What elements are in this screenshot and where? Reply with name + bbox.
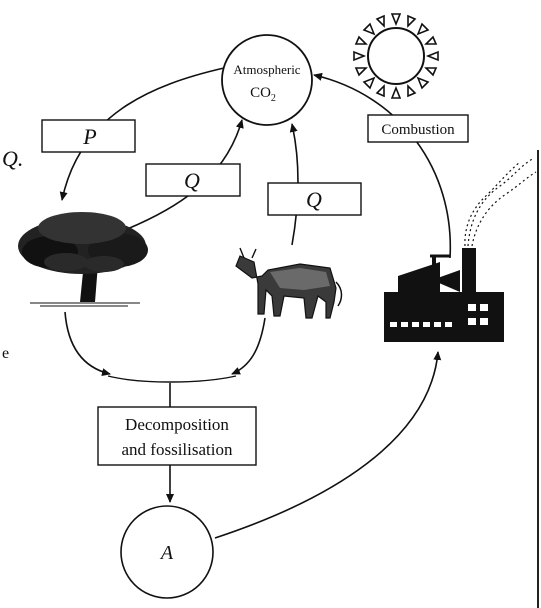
arrow-combustion-factory-to-atmosphere [313,72,452,259]
atmospheric-label: Atmospheric [233,62,300,77]
arrow-p-atmosphere-to-tree [59,67,225,201]
decomposition-label-box: Decomposition and fossilisation [97,406,257,466]
combustion-label-box: Combustion [367,114,469,143]
junction-arc [107,375,237,383]
a-node: A [120,505,214,599]
factory-icon [384,157,537,342]
margin-e-mark: e [2,345,9,362]
decomposition-label-line2: and fossilisation [122,440,233,459]
cow-icon [235,247,343,319]
arrow-q-cow-to-atmosphere [289,123,299,246]
sun-icon [353,13,439,99]
q-cow-label: Q [306,187,322,212]
q-cow-label-box: Q [267,182,362,216]
margin-q-mark: Q. [2,146,23,171]
decomposition-label-line1: Decomposition [125,415,229,434]
a-label: A [159,542,174,564]
atmospheric-co2-node: Atmospheric CO2 [221,34,313,126]
arrow-cow-to-decomposition [231,317,266,375]
p-label: P [82,124,96,149]
q-tree-label-box: Q [145,163,241,197]
arrow-tree-to-decomposition [64,311,111,377]
combustion-label: Combustion [381,122,455,138]
tree-icon [18,212,148,307]
p-label-box: P [41,119,136,153]
q-tree-label: Q [184,168,200,193]
co2-label: CO2 [250,85,276,104]
arrow-a-to-factory [214,351,442,539]
